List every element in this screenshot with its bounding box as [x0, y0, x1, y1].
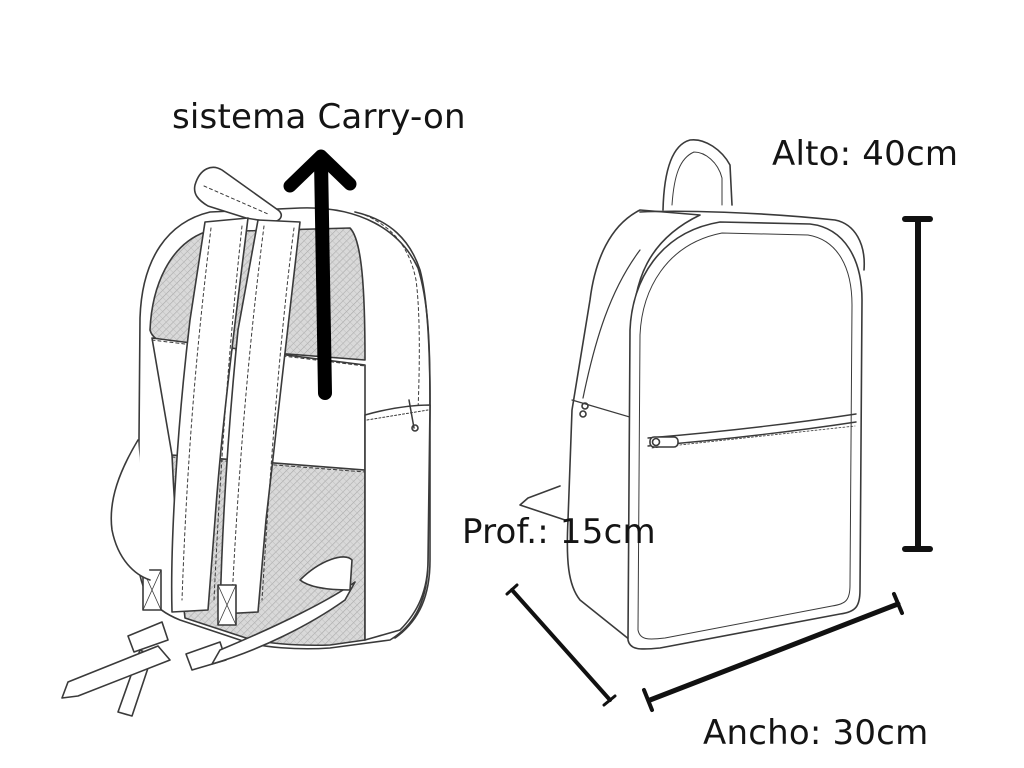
- backpack-front-view: [519, 139, 865, 650]
- height-label: Alto: 40cm: [772, 134, 959, 174]
- width-dimension-line: [642, 592, 904, 712]
- height-dimension-line: [902, 216, 933, 552]
- carry-on-system-label: sistema Carry-on: [172, 97, 466, 137]
- carry-on-arrow-icon: [283, 149, 357, 400]
- backpack-back-view: [61, 166, 431, 717]
- depth-dimension-line: [505, 583, 617, 707]
- width-label: Ancho: 30cm: [703, 713, 929, 753]
- depth-label: Prof.: 15cm: [462, 512, 656, 552]
